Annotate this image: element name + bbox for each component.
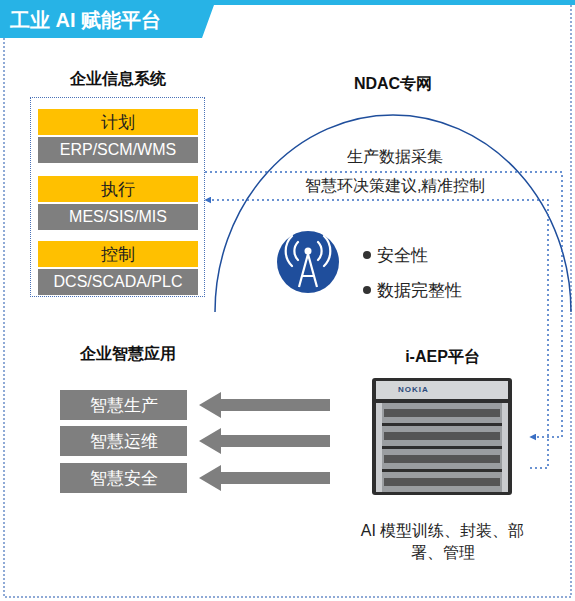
app-box: 智慧运维: [60, 426, 187, 456]
app-box: 智慧安全: [60, 463, 187, 493]
group-heading: 企业智慧应用: [48, 344, 208, 365]
connector-label: 智慧环决策建议,精准控制: [303, 176, 487, 197]
box-text: 智慧生产: [90, 394, 158, 417]
box-text: 智慧安全: [90, 467, 158, 490]
box-text: ERP/SCM/WMS: [60, 141, 176, 159]
system-group: 企业信息系统计划ERP/SCM/WMS执行MES/SIS/MIS控制DCS/SC…: [30, 97, 205, 297]
logo-text: NOKIA: [398, 385, 429, 394]
layer-box: 执行: [38, 176, 198, 202]
data-link: [205, 172, 562, 437]
box-text: 控制: [101, 243, 135, 266]
block-arrow: [199, 392, 330, 418]
box-text: 执行: [101, 178, 135, 201]
bullet-text: 安全性: [377, 244, 428, 267]
box-text: MES/SIS/MIS: [69, 208, 167, 226]
network-heading: NDAC专网: [215, 74, 571, 95]
system-box: MES/SIS/MIS: [38, 204, 198, 230]
layer-box: 控制: [38, 241, 198, 267]
block-arrow: [199, 428, 330, 454]
box-text: 计划: [101, 111, 135, 134]
network-arc: [215, 115, 571, 312]
platform-caption: AI 模型训练、封装、部署、管理: [360, 520, 525, 565]
block-arrow: [199, 465, 330, 491]
bullet-text: 数据完整性: [377, 279, 462, 302]
layer-box: 计划: [38, 109, 198, 135]
box-text: DCS/SCADA/PLC: [54, 273, 183, 291]
data-link: [205, 200, 548, 468]
platform-node: i-AEP平台 AI 模型训练、封装、部署、管理: [355, 345, 530, 570]
server-picture: [372, 378, 512, 495]
group-heading: 企业信息系统: [11, 69, 224, 90]
system-box: ERP/SCM/WMS: [38, 137, 198, 163]
connector-label: 生产数据采集: [345, 147, 445, 168]
bullet-dot: [363, 286, 371, 294]
outer-frame: [4, 4, 571, 597]
system-box: DCS/SCADA/PLC: [38, 269, 198, 295]
app-box: 智慧生产: [60, 390, 187, 420]
bullet-dot: [363, 251, 371, 259]
diagram-title: 工业 AI 赋能平台: [10, 7, 161, 34]
title-banner: [0, 0, 575, 38]
box-text: 智慧运维: [90, 430, 158, 453]
platform-heading: i-AEP平台: [355, 347, 530, 368]
antenna-icon: [277, 231, 339, 293]
